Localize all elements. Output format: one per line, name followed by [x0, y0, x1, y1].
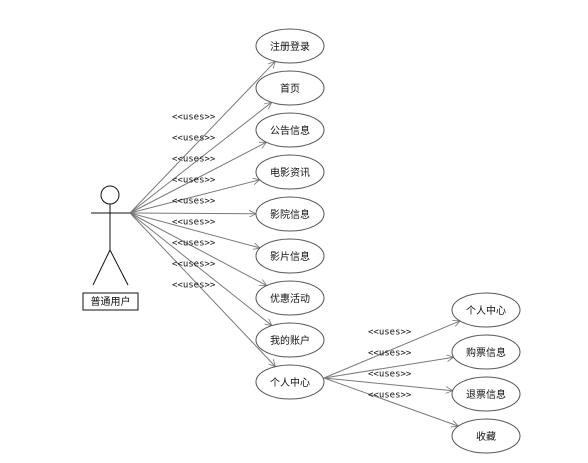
actor-left-leg [92, 249, 111, 286]
edge-personal-center-to-subcase [323, 357, 454, 379]
sub-use-case-4-ellipse [451, 418, 521, 454]
use-case-2-label: 首页 [280, 82, 300, 95]
use-case-2: 首页 [255, 70, 325, 106]
edge-actor-to-usecase [129, 141, 266, 214]
edge-actor-to-usecase [129, 212, 272, 326]
use-case-5: 影院信息 [255, 196, 325, 232]
sub-use-case-4-label: 收藏 [476, 430, 496, 443]
use-case-7: 优惠活动 [255, 280, 325, 316]
uses-stereotype-label: <<uses>> [172, 239, 216, 249]
uses-stereotype-label: <<uses>> [172, 176, 216, 186]
edge-actor-to-usecase [129, 180, 260, 214]
use-case-4: 电影资讯 [255, 154, 325, 190]
use-case-7-label: 优惠活动 [270, 292, 310, 305]
use-case-8-label: 我的账户 [270, 334, 310, 347]
use-case-6: 影片信息 [255, 238, 325, 274]
uses-stereotype-label: <<uses>> [368, 328, 412, 338]
use-case-6-ellipse [255, 238, 325, 274]
uses-stereotype-label: <<uses>> [172, 218, 216, 228]
uses-stereotype-label: <<uses>> [368, 370, 412, 380]
use-case-3-ellipse [255, 112, 325, 148]
use-case-3: 公告信息 [255, 112, 325, 148]
sub-use-case-4: 收藏 [451, 418, 521, 454]
use-case-8-ellipse [255, 322, 325, 358]
edge-actor-to-usecase [129, 102, 272, 214]
uses-stereotype-label: <<uses>> [172, 134, 216, 144]
sub-use-case-2-label: 购票信息 [466, 346, 506, 359]
stereotype-labels: <<uses>> <<uses>> <<uses>> <<uses>> <<uses>>… [172, 113, 412, 401]
use-case-6-label: 影片信息 [270, 250, 310, 263]
use-case-4-ellipse [255, 154, 325, 190]
use-case-5-ellipse [255, 196, 325, 232]
use-case-9: 个人中心 [255, 364, 325, 400]
edge-personal-center-to-subcase [323, 377, 458, 426]
edge-personal-center-to-subcase [323, 377, 453, 391]
use-case-1-label: 注册登录 [270, 40, 310, 53]
sub-use-case-1-ellipse [451, 292, 521, 328]
actor-head [100, 185, 120, 205]
uses-stereotype-label: <<uses>> [172, 281, 216, 291]
actor-label-box [82, 292, 139, 311]
sub-use-case-2: 购票信息 [451, 334, 521, 370]
edge-actor-to-usecase [129, 212, 275, 367]
uses-stereotype-label: <<uses>> [172, 113, 216, 123]
sub-use-case-1: 个人中心 [451, 292, 521, 328]
use-case-9-ellipse [255, 364, 325, 400]
edge-actor-to-usecase [129, 213, 256, 214]
sub-use-case-2-ellipse [451, 334, 521, 370]
edge-actor-to-usecase [129, 212, 267, 287]
edge-personal-center-to-subcase [323, 321, 460, 379]
uses-stereotype-label: <<uses>> [368, 391, 412, 401]
use-case-4-label: 电影资讯 [270, 166, 310, 179]
use-case-1: 注册登录 [255, 28, 325, 64]
sub-use-case-3-ellipse [451, 376, 521, 412]
actor-normal-user: 普通用户 [82, 185, 139, 311]
uses-stereotype-label: <<uses>> [368, 349, 412, 359]
use-case-2-ellipse [255, 70, 325, 106]
edge-actor-to-usecase [129, 212, 260, 248]
uses-stereotype-label: <<uses>> [172, 197, 216, 207]
use-case-5-label: 影院信息 [270, 208, 310, 221]
actor-label: 普通用户 [91, 295, 131, 308]
use-case-7-ellipse [255, 280, 325, 316]
use-case-1-ellipse [255, 28, 325, 64]
uses-stereotype-label: <<uses>> [172, 260, 216, 270]
use-case-3-label: 公告信息 [270, 124, 310, 137]
sub-use-case-3: 退票信息 [451, 376, 521, 412]
sub-use-case-3-label: 退票信息 [466, 388, 506, 401]
use-case-8: 我的账户 [255, 322, 325, 358]
uses-stereotype-label: <<uses>> [172, 155, 216, 165]
use-case-nodes: 注册登录首页公告信息电影资讯影院信息影片信息优惠活动我的账户个人中心个人中心购票… [255, 28, 521, 454]
use-case-9-label: 个人中心 [270, 376, 310, 389]
edge-actor-to-usecase [129, 61, 275, 214]
sub-use-case-1-label: 个人中心 [466, 304, 506, 317]
actor-right-leg [109, 249, 129, 286]
association-edges [129, 61, 460, 426]
